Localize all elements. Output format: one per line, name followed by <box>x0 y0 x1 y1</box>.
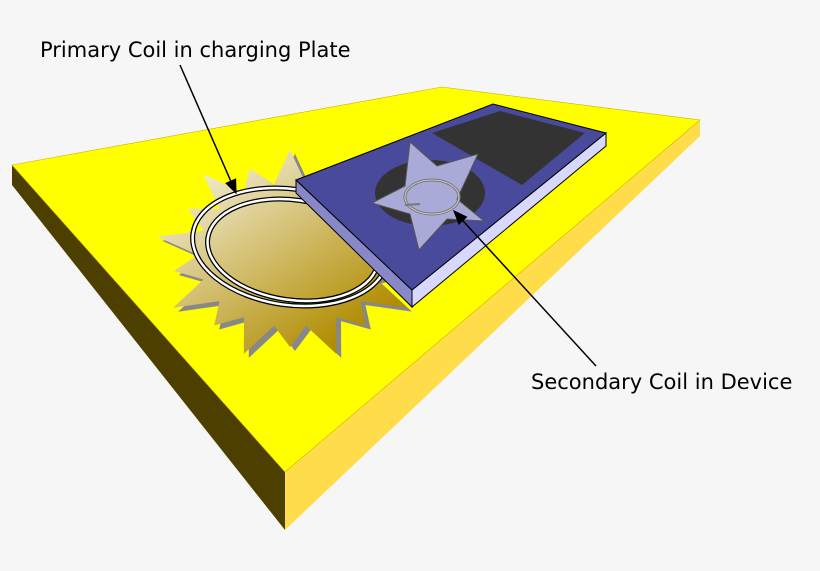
secondary-star-field <box>370 140 486 252</box>
callouts: Primary Coil in charging Plate Secondary… <box>40 38 792 394</box>
primary-arrow <box>179 64 237 195</box>
secondary-coil-label: Secondary Coil in Device <box>531 370 792 394</box>
device <box>295 103 608 309</box>
primary-coil-label: Primary Coil in charging Plate <box>40 38 351 62</box>
plate-right-face <box>285 120 700 530</box>
secondary-arrow <box>452 209 597 367</box>
secondary-coil <box>403 178 461 216</box>
device-screen <box>432 111 585 185</box>
plate-left-face <box>12 165 285 530</box>
